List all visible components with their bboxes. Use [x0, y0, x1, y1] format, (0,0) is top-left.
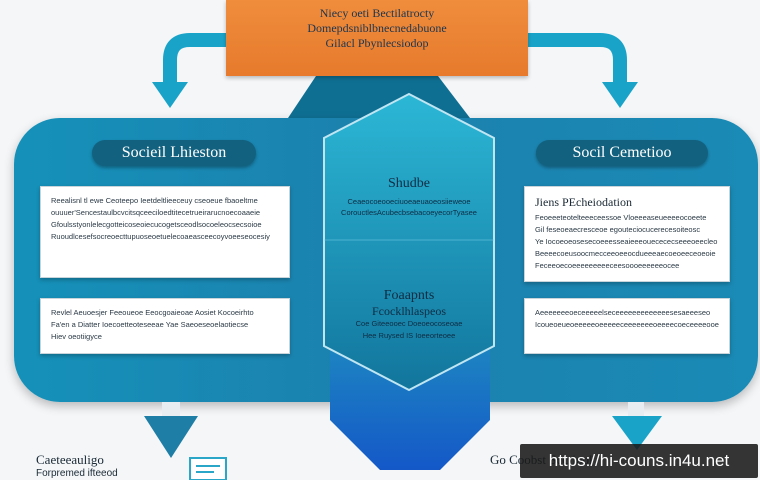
card-line: Feceeoecoeeeeeeeeeceesoooeeeeeeocee: [535, 261, 680, 270]
center-title-2a: Foaapnts: [383, 288, 435, 303]
top-banner: Niecy oeti Bectilatrocty Domepdsniblbnec…: [226, 0, 528, 76]
center-title-2b: Fcocklhlaspeos: [372, 304, 446, 318]
card-line: Ruoudlcesefsocreoecttupuoseoetuelecoaeas…: [51, 232, 270, 241]
card-line: Reealisnl tl ewe Ceoteepo Ieetdeltlieece…: [51, 196, 258, 205]
right-section-pill: Socil Cemetioo: [536, 140, 708, 166]
banner-line-2: Domepdsniblbnecnedabuone: [307, 21, 447, 35]
bottom-left-shaft: [162, 402, 180, 416]
left-top-card: Reealisnl tl ewe Ceoteepo Ieetdeltlieece…: [40, 186, 290, 278]
center-sub-line: CorouctlesAcubecbsebacoeyecorTyasee: [341, 208, 477, 217]
center-subtext: Ceaeocoeooeciuoeaeuaoeosiieweoe Corouctl…: [330, 196, 488, 218]
card-line: Ye Iocoeoeosesecoeeesseaieeeouecececseee…: [535, 237, 718, 246]
left-section-pill: Socieil Lhieston: [92, 140, 256, 166]
center-subtext-2: Coe Giteeooec Doeoeocoseoae Hee Ruysed I…: [330, 318, 488, 342]
hex-shape: [323, 92, 495, 392]
left-bottom-card: Revlel Aeuoesjer Feeoueoe Eeocgoaieoae A…: [40, 298, 290, 354]
card-line: ouuuer'Sencestaulbcvcitsqceeciloedtitece…: [51, 208, 261, 217]
card-line: Fa'en a Diatter Ioecoetteoteseeae Yae Sa…: [51, 320, 249, 329]
bottom-left-sublabel: Forpremed ifteeod: [36, 468, 118, 479]
right-arrow-head: [602, 82, 638, 108]
card-line: Beeeecoeusoocmecceeoeeocdueeeaecoeoeeceo…: [535, 249, 716, 258]
center-title-2: Foaapnts Fcocklhlaspeos: [330, 288, 488, 319]
card-line: Icoueoeueoeeeeeoeeeeeceeeeeeeoeeeecoecee…: [535, 320, 719, 329]
card-line: Aeeeeeeeoeceeeeelseceeeeeeeeeeeeesesaeee…: [535, 308, 711, 317]
center-title: Shudbe: [388, 176, 430, 191]
center-sub2-line: Hee Ruysed IS Ioeeorteoee: [362, 331, 456, 340]
banner-line-1: Niecy oeti Bectilatrocty: [319, 6, 435, 20]
card-line: Feoeeeteotelteeeceessoe Vloeeeaseueeeeoc…: [535, 213, 707, 222]
bottom-right-shaft: [628, 402, 644, 416]
bottom-right-arrow-head: [612, 416, 662, 450]
left-arrow-head: [152, 82, 188, 108]
banner-line-3: Gilacl Pbynlecsiodop: [325, 36, 429, 50]
card-line: Gil feseoeaecresceoe egouteciocucereceso…: [535, 225, 701, 234]
watermark-url: https://hi-couns.in4u.net: [520, 444, 758, 478]
card-line: Revlel Aeuoesjer Feeoueoe Eeocgoaieoae A…: [51, 308, 254, 317]
right-curved-arrow: [528, 33, 627, 88]
card-line: Hiev oeotiigyce: [51, 332, 102, 341]
center-sub-line: Ceaeocoeooeciuoeaeuaoeosiieweoe: [347, 197, 471, 206]
left-curved-arrow: [163, 33, 226, 88]
card-header: Jiens PEcheiodation: [535, 195, 632, 209]
right-top-card: Jiens PEcheiodation Feoeeeteotelteeecees…: [524, 186, 730, 282]
bottom-left-doc-icon: [189, 457, 227, 480]
center-sub2-line: Coe Giteeooec Doeoeocoseoae: [355, 319, 463, 328]
bottom-left-label: Caeteeauligo: [36, 452, 104, 467]
bottom-left-arrow-head: [144, 416, 198, 458]
card-line: Gfoulsstyonlelecgotteicoseoiecucogetsceo…: [51, 220, 262, 229]
right-bottom-card: Aeeeeeeeoeceeeeelseceeeeeeeeeeeeesesaeee…: [524, 298, 730, 354]
